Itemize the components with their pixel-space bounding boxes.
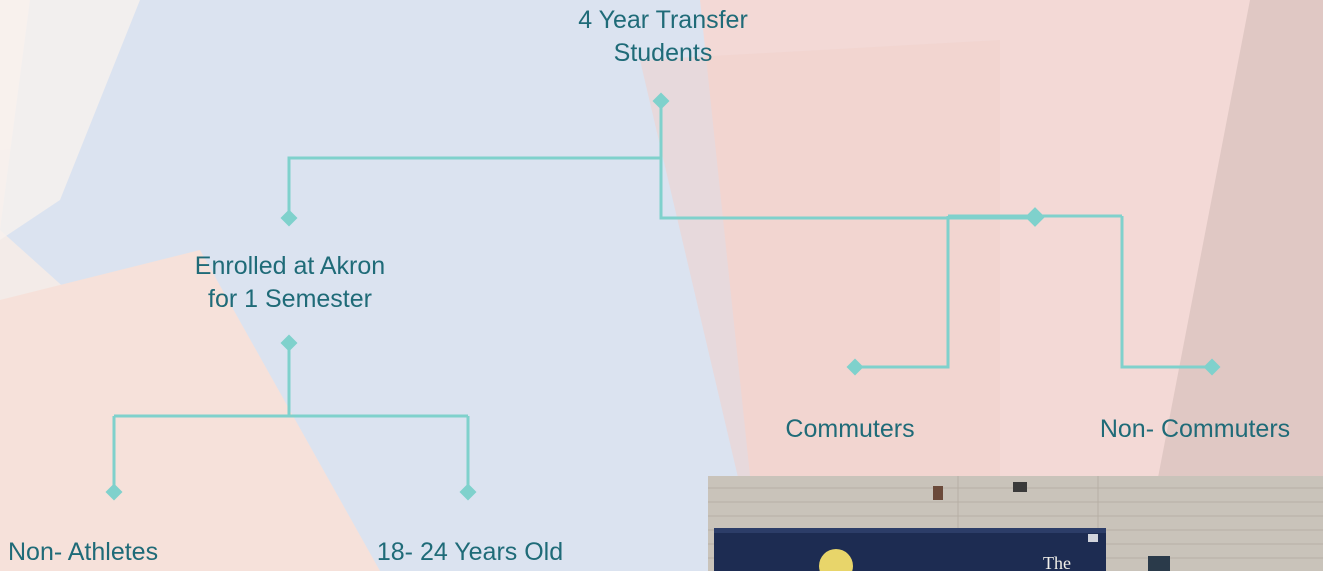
enrolled-label-line2: for 1 Semester (208, 285, 372, 313)
root-node-label: 4 Year Transfer Students (528, 4, 798, 70)
nonathletes-diamond-marker (105, 483, 123, 501)
enrolled-node-label: Enrolled at Akron for 1 Semester (150, 250, 430, 316)
sign-text: The (1043, 553, 1071, 571)
noncommuters-diamond-marker (1203, 358, 1221, 376)
commuters-node-label: Commuters (785, 415, 915, 443)
commuters-diamond-marker (846, 358, 864, 376)
root-to-enrolled-line (287, 101, 663, 218)
noncommuters-node-label: Non- Commuters (1099, 415, 1291, 443)
enrolled-top-diamond-marker (280, 209, 298, 227)
enrolled-bottom-diamond-marker (280, 334, 298, 352)
root-label-line1: 4 Year Transfer (578, 6, 748, 34)
root-label-line2: Students (613, 39, 713, 67)
root-to-commute-line (659, 158, 1036, 220)
nonathletes-node-label: Non- Athletes (8, 538, 159, 566)
building-photo: The (708, 476, 1323, 571)
age-diamond-marker (459, 483, 477, 501)
commute-hub-diamond-marker (1025, 207, 1045, 227)
root-diamond-marker (652, 92, 670, 110)
to-noncommuters-line (1120, 216, 1212, 369)
enrolled-label-line1: Enrolled at Akron (194, 252, 386, 280)
age-node-label: 18- 24 Years Old (376, 538, 564, 566)
enrolled-split-line (112, 343, 470, 491)
to-commuters-line (855, 216, 950, 369)
